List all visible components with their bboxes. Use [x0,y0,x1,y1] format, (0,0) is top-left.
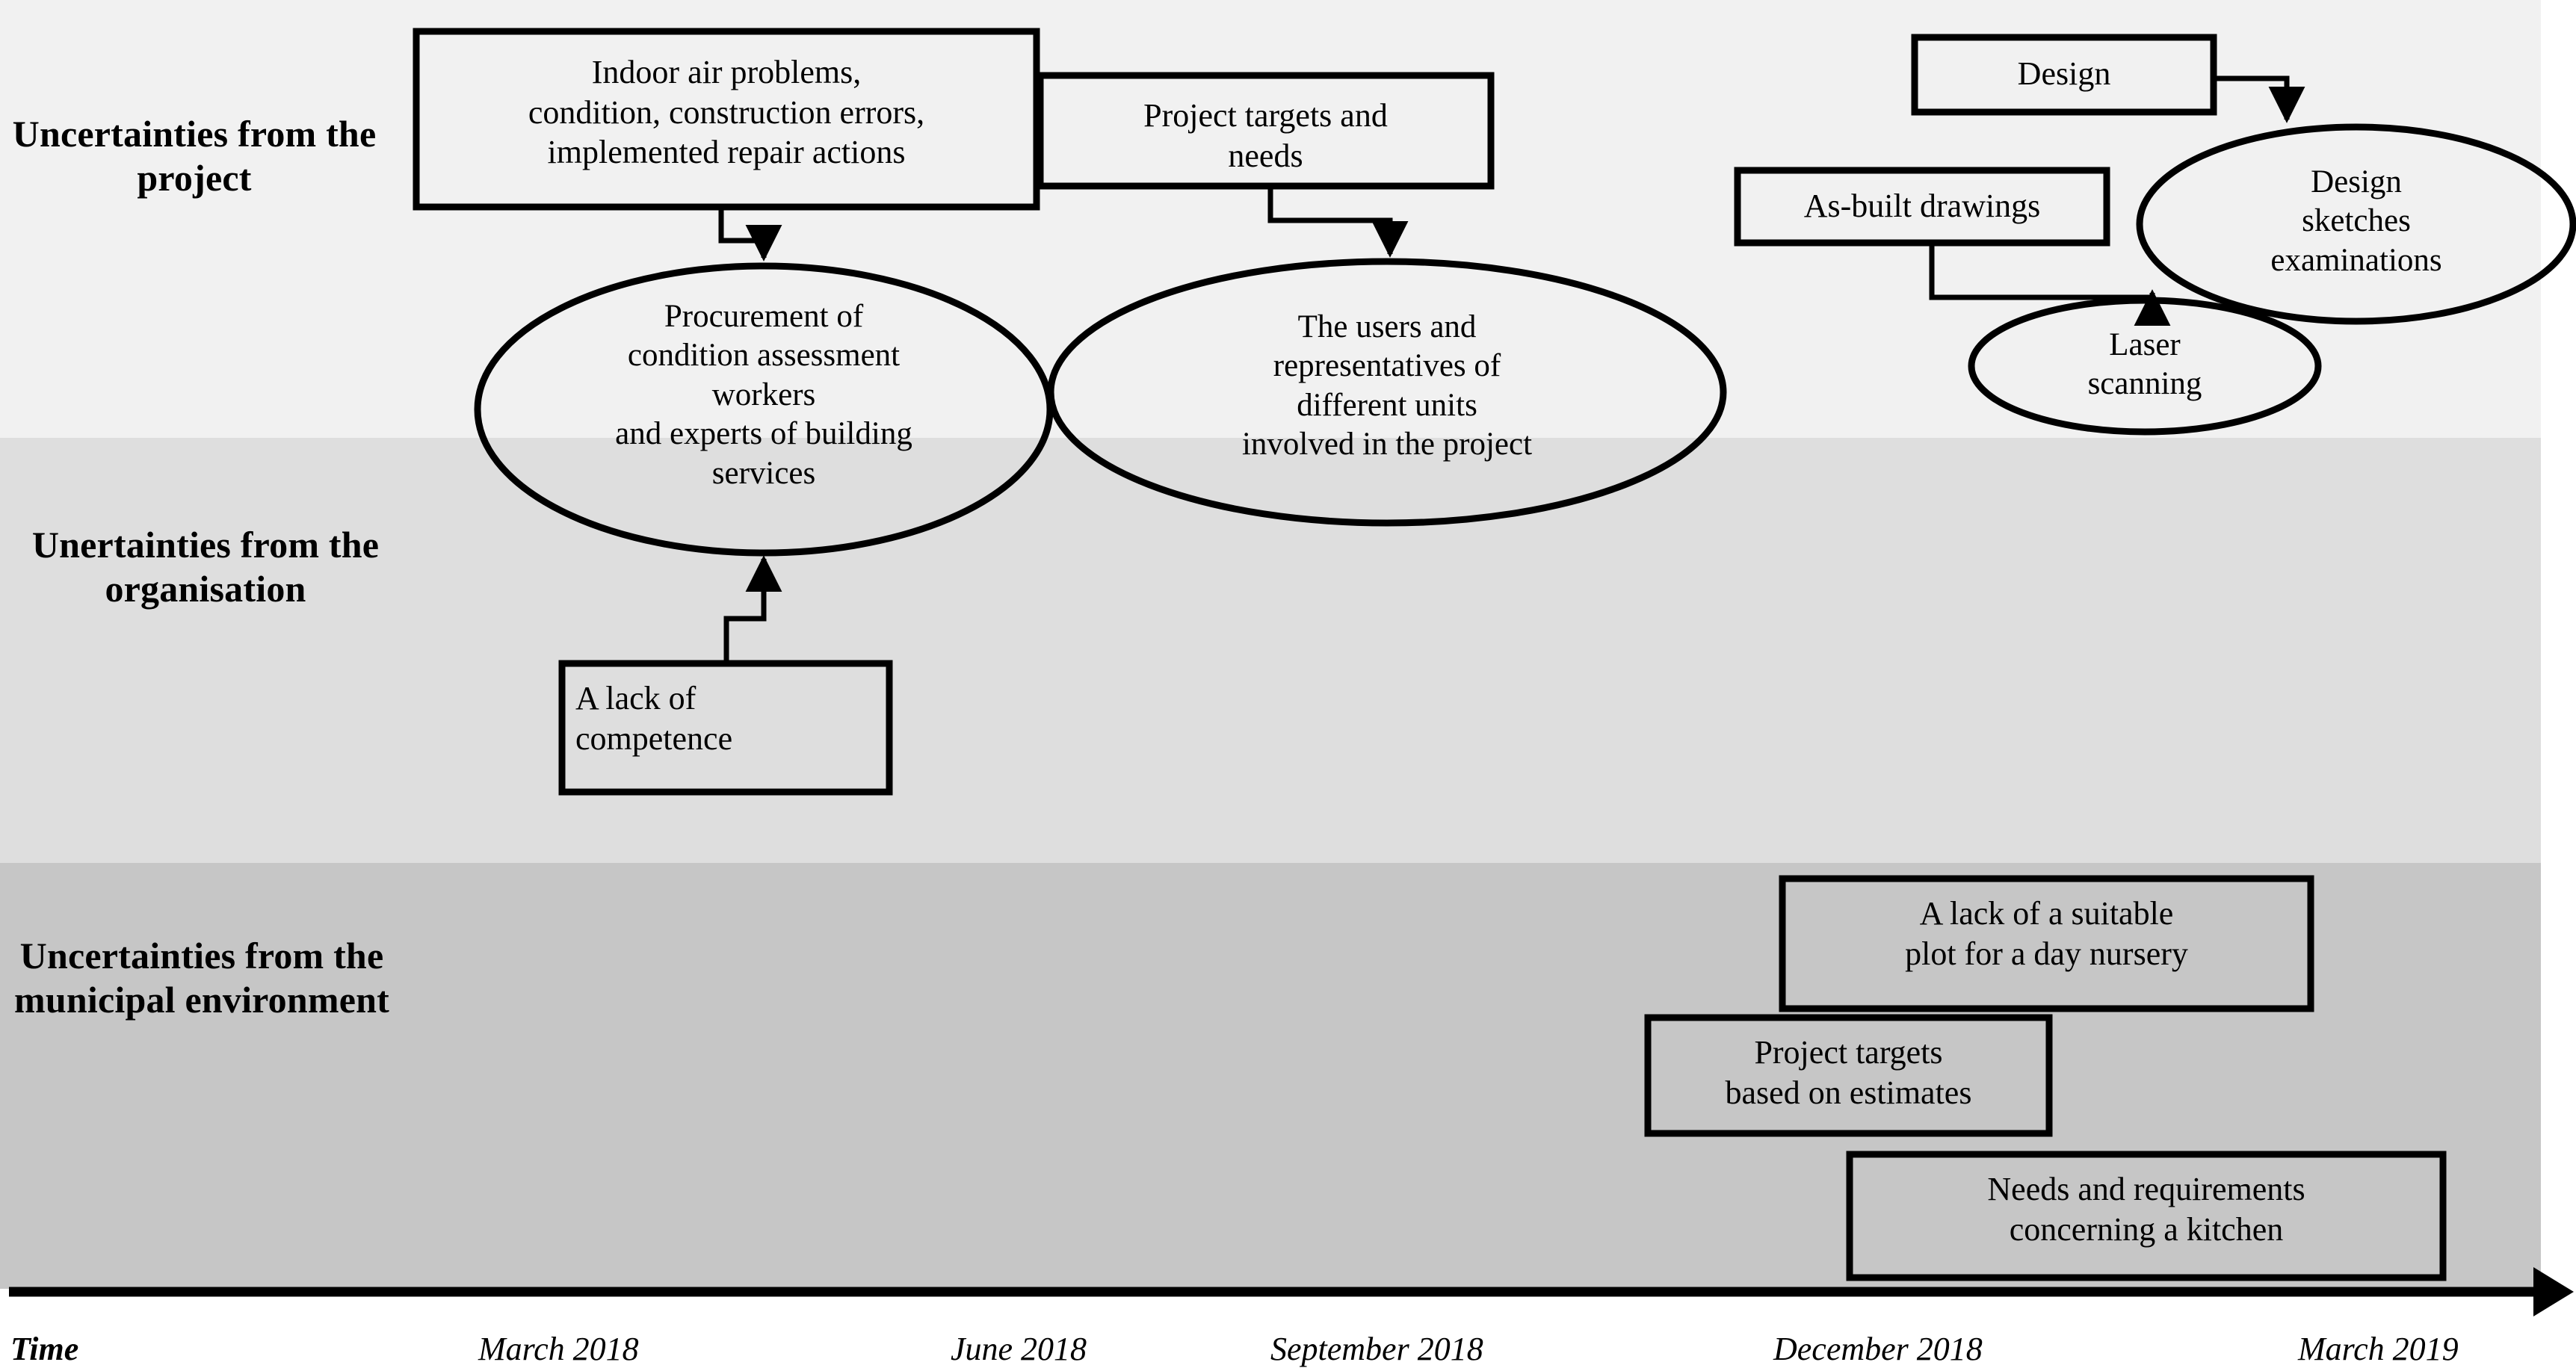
connector-as-built-to-laser-scanning [1929,243,2171,326]
connector-indoor-air-to-procurement [718,207,782,261]
row-label-project: Uncertainties from the project [12,113,377,199]
box-indoor-air-problems [413,28,1040,211]
box-needs-and-requirements-kitchen [1846,1151,2447,1281]
ellipse-design-sketches-examinations [2136,123,2576,325]
box-project-targets-based-on-estimates [1644,1014,2053,1137]
connector-project-targets-to-users [1267,186,1409,258]
axis-tick-september-2018: September 2018 [1270,1331,1483,1367]
row-label-organisation: Unertainties from the organisation [31,524,380,610]
axis-tick-december-2018: December 2018 [1773,1331,1983,1367]
box-a-lack-of-competence [558,660,893,796]
row-label-municipal: Uncertainties from the municipal environ… [14,935,389,1021]
axis-tick-march-2018: March 2018 [478,1331,639,1367]
connector-design-to-design-sketches [2214,75,2305,123]
connector-lack-of-competence-to-procurement [723,555,782,663]
box-as-built-drawings [1734,167,2110,247]
axis-tick-june-2018: June 2018 [951,1331,1087,1367]
axis-tick-march-2019: March 2019 [2298,1331,2459,1367]
ellipse-procurement-of-condition-assessment [474,262,1054,557]
box-project-targets-and-needs [1037,72,1495,190]
time-axis-arrowhead [2533,1267,2574,1316]
ellipse-users-and-representatives [1047,258,1727,527]
band-uncertainties-from-the-organisation [0,438,2541,863]
axis-title-time: Time [10,1331,79,1367]
box-design [1911,34,2217,116]
ellipse-laser-scanning [1968,297,2322,436]
box-a-lack-of-a-suitable-plot [1779,875,2314,1012]
